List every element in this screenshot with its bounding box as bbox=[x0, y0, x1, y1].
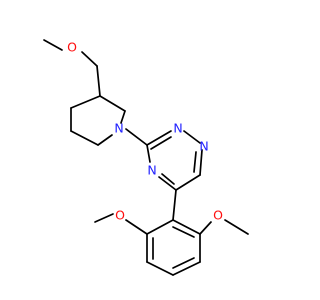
bond-o-right-ch3 bbox=[224, 219, 249, 235]
bond-c4p-c5p-inner bbox=[172, 257, 195, 269]
bond-c6t-c5t bbox=[175, 174, 201, 191]
bond-c6p-c1p-inner bbox=[172, 226, 195, 238]
bond-ch2-c3 bbox=[96, 65, 101, 97]
bond-c6p-c1p bbox=[172, 219, 201, 235]
bond-c4p-c5p bbox=[172, 261, 201, 276]
bond-ch3-o-top bbox=[43, 39, 63, 51]
atom-n-piperidine: N bbox=[114, 121, 123, 136]
bond-n1t-c6t bbox=[199, 149, 203, 176]
atom-o-right: O bbox=[213, 208, 223, 223]
atom-n-triazine-1: N bbox=[199, 139, 208, 154]
atom-o-right-label: O bbox=[213, 208, 223, 223]
bond-n1-c6 bbox=[97, 134, 113, 146]
bond-c1p-c2p bbox=[146, 219, 174, 235]
bond-c6p-o-right bbox=[199, 221, 212, 235]
molecule-svg: O N N N N O O bbox=[43, 39, 249, 276]
bond-o-ch2-top bbox=[81, 51, 98, 67]
atom-n-piperidine-label: N bbox=[114, 121, 123, 136]
bond-c5t-n4 bbox=[158, 176, 177, 191]
bond-c3t-n2 bbox=[146, 130, 172, 146]
bond-c3t-n2-inner bbox=[150, 136, 172, 150]
atom-n-triazine-2-label: N bbox=[173, 121, 182, 136]
bond-c3-c2 bbox=[99, 95, 126, 112]
atom-o-top-label: O bbox=[67, 40, 77, 55]
bond-c5t-n4-inner bbox=[161, 173, 175, 185]
bond-n4-c3t bbox=[146, 144, 151, 163]
atom-n-triazine-4: N bbox=[147, 163, 156, 178]
bond-c4-c3 bbox=[70, 95, 101, 109]
bond-n1-c3t bbox=[125, 128, 148, 146]
bond-c3p-c4p bbox=[146, 261, 174, 276]
bond-c6-c5 bbox=[70, 130, 99, 146]
atom-o-left-label: O bbox=[115, 208, 125, 223]
bond-c2p-o-left bbox=[125, 219, 148, 235]
molecule-structure-diagram: O N N N N O O bbox=[43, 39, 249, 276]
bond-n2-n1t bbox=[183, 130, 201, 144]
atom-n-triazine-1-label: N bbox=[199, 139, 208, 154]
atom-o-top: O bbox=[67, 40, 77, 55]
atom-o-left: O bbox=[115, 208, 125, 223]
bond-c5t-c1p bbox=[172, 189, 177, 221]
bond-o-left-ch3 bbox=[94, 213, 114, 223]
bond-n1t-c6t-inner bbox=[193, 151, 197, 173]
atom-n-triazine-4-label: N bbox=[147, 163, 156, 178]
bond-c2-n1 bbox=[120, 110, 126, 124]
atom-n-triazine-2: N bbox=[173, 121, 182, 136]
